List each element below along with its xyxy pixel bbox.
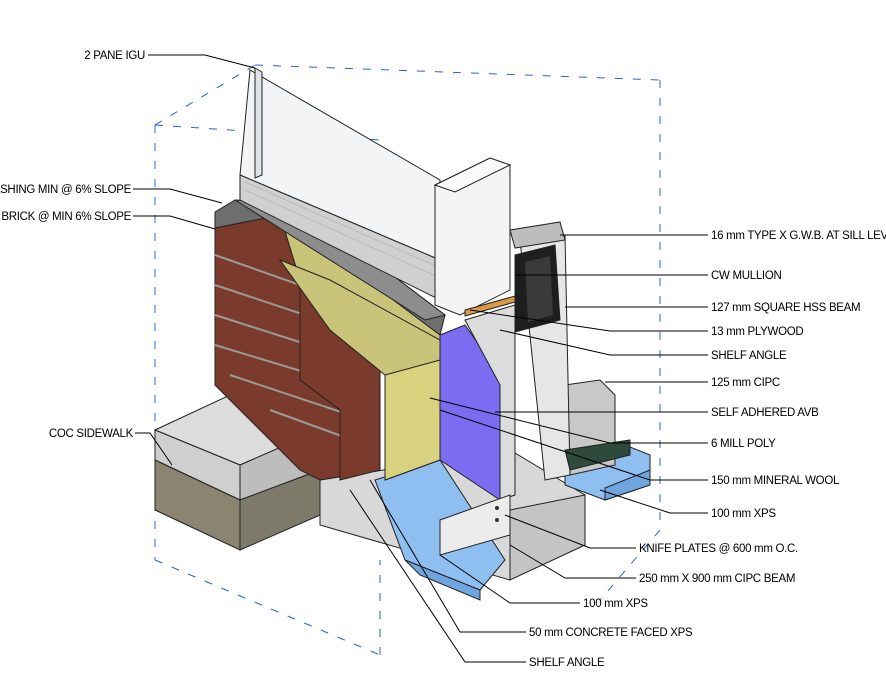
label-concrete-faced-xps: 50 mm CONCRETE FACED XPS bbox=[529, 627, 693, 639]
label-cipc-beam: 250 mm X 900 mm CIPC BEAM bbox=[639, 573, 795, 585]
label-shelf-angle-top: SHELF ANGLE bbox=[711, 350, 787, 362]
label-mineral-wool: 150 mm MINERAL WOOL bbox=[711, 475, 840, 487]
label-flashing: FLASHING MIN @ 6% SLOPE bbox=[0, 184, 132, 196]
label-xps-right: 100 mm XPS bbox=[711, 508, 776, 520]
label-hss-beam: 127 mm SQUARE HSS BEAM bbox=[711, 302, 860, 314]
label-shelf-angle-bottom: SHELF ANGLE bbox=[529, 657, 605, 669]
label-top-brick: TOP BRICK @ MIN 6% SLOPE bbox=[0, 211, 132, 223]
label-plywood: 13 mm PLYWOOD bbox=[711, 326, 803, 338]
mineral-wool bbox=[278, 258, 441, 481]
leader-lines bbox=[133, 54, 708, 663]
label-poly: 6 MILL POLY bbox=[711, 438, 776, 450]
label-knife-plates: KNIFE PLATES @ 600 mm O.C. bbox=[639, 543, 798, 555]
knife-plate bbox=[439, 494, 511, 556]
label-coc-sidewalk: COC SIDEWALK bbox=[49, 428, 134, 440]
igu-glazing bbox=[239, 67, 441, 301]
label-2-pane-igu: 2 PANE IGU bbox=[84, 50, 145, 62]
section-box bbox=[154, 64, 661, 656]
label-gwb: 16 mm TYPE X G.W.B. AT SILL LEVEL bbox=[711, 230, 886, 242]
label-cw-mullion: CW MULLION bbox=[711, 270, 781, 282]
label-avb: SELF ADHERED AVB bbox=[711, 407, 819, 419]
gwb-board bbox=[509, 221, 566, 249]
cw-mullion bbox=[433, 157, 512, 316]
label-cipc: 125 mm CIPC bbox=[711, 377, 780, 389]
poly-sheet bbox=[564, 439, 631, 471]
hss-beam bbox=[514, 244, 561, 333]
label-xps-bottom: 100 mm XPS bbox=[583, 598, 648, 610]
